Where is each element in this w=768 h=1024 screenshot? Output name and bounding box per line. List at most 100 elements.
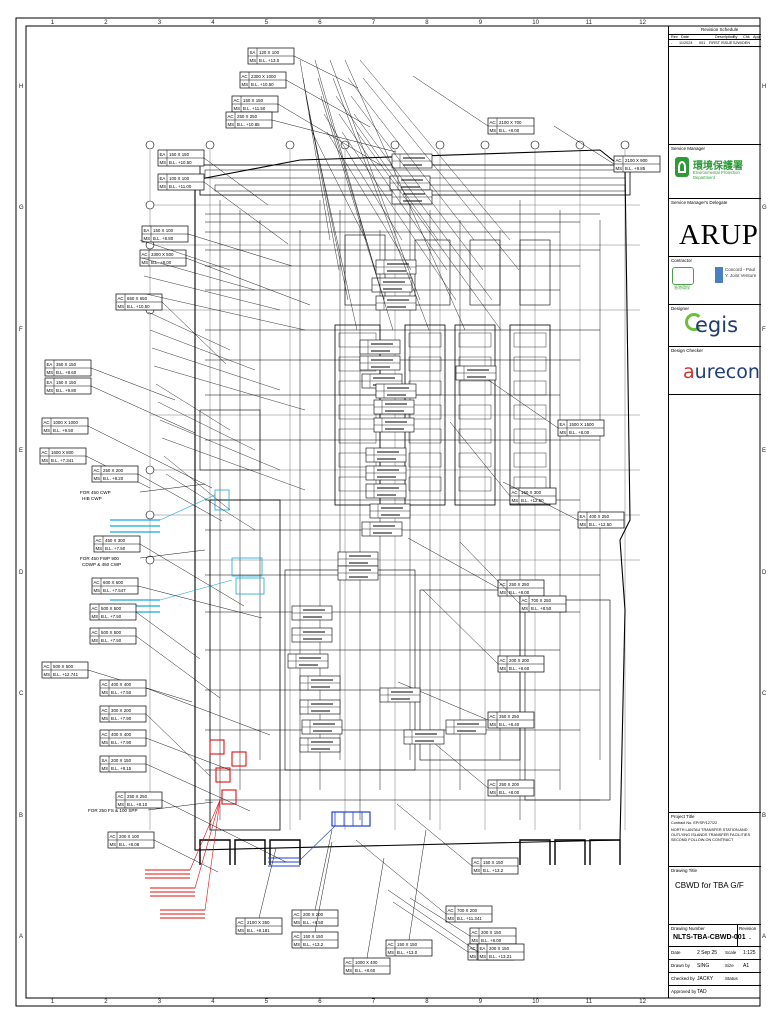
inner-duct-tag <box>379 687 421 703</box>
tag-level: B.L. +7.341 <box>51 458 74 463</box>
tag-size: 150 X 300 <box>521 490 542 495</box>
grid-bubble <box>145 140 155 150</box>
tag-level: B.L. +8.10 <box>127 802 148 807</box>
tag-material: MS <box>44 672 51 677</box>
grid-row-label: A <box>19 934 24 941</box>
tag-leader <box>338 113 448 271</box>
tag-leader <box>355 839 447 915</box>
tag-leader <box>147 311 231 351</box>
red-leader <box>194 799 221 889</box>
tag-size: 1600 X 800 <box>51 450 74 455</box>
grid-column-label: 12 <box>639 20 646 26</box>
tag-level: B.L. +8.181 <box>247 928 270 933</box>
tag-leader <box>341 131 457 301</box>
ahu-section <box>408 356 442 372</box>
info-cell: Status <box>725 976 738 981</box>
loading-bay <box>269 839 301 865</box>
tag-leader <box>155 383 231 431</box>
tag-material: MS <box>102 716 109 721</box>
info-cell: TAD <box>697 989 707 995</box>
note-leader <box>147 801 214 811</box>
cyan-equipment <box>231 557 263 577</box>
pipe-note: FOR 450 FWP 900 <box>80 556 119 561</box>
tag-system: AC <box>102 682 108 687</box>
tag-level: B.L. +12.50 <box>589 522 612 527</box>
tag-leader <box>203 157 269 206</box>
grid-bubble <box>145 555 155 565</box>
tag-system: EA <box>47 362 53 367</box>
tag-leader <box>135 635 221 699</box>
tag-system: AC <box>500 658 506 663</box>
tag-system: AC <box>512 490 518 495</box>
inner-duct-tag <box>337 551 379 567</box>
tag-material: MS <box>94 588 101 593</box>
tag-leader <box>163 455 231 511</box>
tag-material: MS <box>144 236 151 241</box>
tag-leader <box>139 543 245 607</box>
grid-bubble <box>390 140 400 150</box>
tag-size: 200 X 100 <box>119 834 140 839</box>
tag-material: MS <box>142 260 149 265</box>
tag-size: 150 X 150 <box>303 934 324 939</box>
tag-level: B.L. +13.0 <box>397 950 418 955</box>
tag-leader <box>329 59 421 301</box>
tag-system: AC <box>616 158 622 163</box>
project-title: Project Title Contract No. EP/SP/127/22 … <box>669 812 761 867</box>
tag-size: 200 X 200 <box>509 658 530 663</box>
tag-level: B.L. +10.50 <box>169 160 192 165</box>
grid-column-label: 2 <box>104 20 108 26</box>
tag-size: 150 X 100 <box>153 228 174 233</box>
tag-size: 200 X 200 <box>303 912 324 917</box>
inner-duct-tag <box>371 277 413 293</box>
designer: Designer egis <box>669 304 761 347</box>
tag-leader <box>347 77 475 241</box>
tag-size: 500 X 500 <box>101 630 122 635</box>
ahu-section <box>458 380 492 396</box>
info-cell: 2 Sep 25 <box>697 950 718 956</box>
inner-duct-tag <box>375 295 417 311</box>
grid-row-label: E <box>762 448 767 455</box>
tag-level: B.L. +8.20 <box>103 476 124 481</box>
tag-leader <box>185 257 311 306</box>
tag-material: MS <box>92 614 99 619</box>
ahu-section <box>458 476 492 492</box>
info-cell: Checked by <box>671 976 695 981</box>
grid-column-label: 5 <box>264 20 269 26</box>
tag-material: MS <box>500 666 507 671</box>
arup-logo: ARUP <box>679 219 759 251</box>
inner-duct-tag <box>369 503 411 519</box>
tag-level: B.L. +7.50 <box>101 614 122 619</box>
info-cell: SING <box>697 963 710 969</box>
ahu-section <box>458 332 492 348</box>
revision-schedule-label: Revision Schedule <box>701 27 739 32</box>
tag-system: AC <box>142 252 148 257</box>
tag-leader <box>153 839 219 873</box>
tag-material: MS <box>490 128 497 133</box>
tag-level: B.L. +8.00 <box>499 790 520 795</box>
tag-size: 150 X 150 <box>243 98 264 103</box>
tag-material: MS <box>44 428 51 433</box>
grid-bubble <box>205 140 215 150</box>
inner-duct-tag <box>365 483 407 499</box>
grid-column-label: 8 <box>425 20 429 26</box>
tag-leader <box>553 125 615 165</box>
tag-leader <box>359 59 511 241</box>
tag-material: MS <box>42 458 49 463</box>
tag-level: B.L. +13.2 <box>303 942 324 947</box>
grid-column-label: 10 <box>532 999 539 1005</box>
blue-leader <box>299 825 336 861</box>
